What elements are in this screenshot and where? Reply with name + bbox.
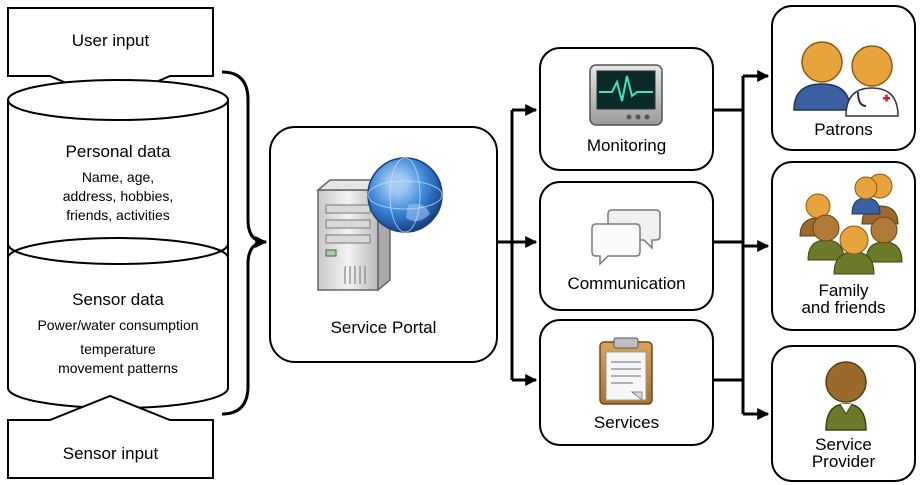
service-portal-label: Service Portal (330, 318, 437, 337)
patrons-icon (793, 41, 899, 117)
portal-connectors (497, 104, 538, 386)
personal-data-title: Personal data (65, 142, 171, 161)
communication-label: Communication (567, 274, 686, 293)
user-input-label: User input (71, 31, 150, 50)
service-provider-icon (825, 361, 867, 431)
server-globe-icon (315, 157, 443, 292)
family-label: Family and friends (801, 281, 886, 317)
personal-data-line-1: Name, age, (81, 169, 155, 185)
sensor-data-line-1: Power/water consumption (37, 317, 199, 333)
clipboard-icon (599, 337, 653, 405)
personal-data-line-2: address, hobbies, (62, 188, 174, 204)
service-provider-label: Service Provider (811, 435, 876, 471)
speech-bubbles-icon (591, 209, 661, 266)
sensor-data-line-2: temperature (80, 341, 156, 357)
sensor-input-shape (7, 394, 214, 479)
middle-connectors (713, 70, 770, 420)
data-store-cylinder (7, 79, 229, 409)
services-label: Services (593, 413, 660, 432)
sensor-data-title: Sensor data (72, 290, 164, 309)
patrons-label: Patrons (814, 120, 873, 139)
sensor-input-label: Sensor input (62, 444, 159, 463)
group-people-icon (799, 173, 903, 275)
monitor-heartbeat-icon (589, 64, 663, 126)
personal-data-line-3: friends, activities (66, 207, 170, 223)
sensor-data-line-3: movement patterns (58, 360, 178, 376)
monitoring-label: Monitoring (586, 136, 667, 155)
